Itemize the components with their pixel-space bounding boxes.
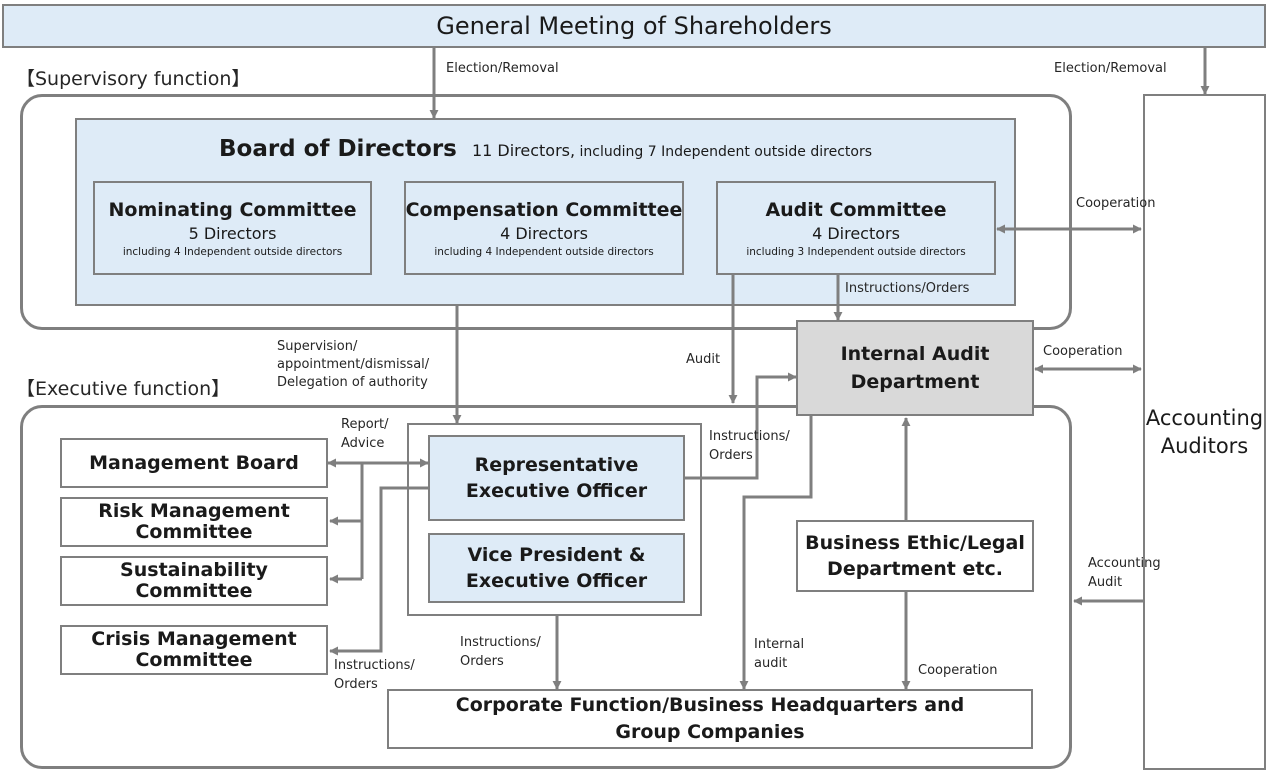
executive-region <box>20 405 1072 769</box>
arrow-rep-officer-internal-audit <box>685 372 797 480</box>
label-supervision-1: Supervision/ <box>277 339 358 354</box>
label-instructions-mid-2: Orders <box>709 448 753 463</box>
label-accounting-audit-1: Accounting <box>1088 556 1161 571</box>
compensation-committee-count: 4 Directors <box>500 224 588 243</box>
label-cooperation-bottom: Cooperation <box>918 663 998 678</box>
crisis-committee-line1: Crisis Management <box>91 628 297 650</box>
label-instructions-low-2: Orders <box>334 677 378 692</box>
label-internal-audit-2: audit <box>754 656 788 671</box>
compensation-committee-note: including 4 Independent outside director… <box>434 246 654 258</box>
audit-committee-count: 4 Directors <box>812 224 900 243</box>
sustainability-committee-line1: Sustainability <box>120 559 268 581</box>
label-instructions-mid-1: Instructions/ <box>709 429 790 444</box>
shareholders-title: General Meeting of Shareholders <box>436 12 832 40</box>
board-header: Board of Directors 11 Directors, includi… <box>75 136 1016 162</box>
audit-committee-box: Audit Committee 4 Directors including 3 … <box>716 181 996 275</box>
supervisory-function-label: 【Supervisory function】 <box>16 68 251 90</box>
board-title: Board of Directors <box>218 136 457 162</box>
board-subtitle-count: 11 Directors, <box>471 141 576 160</box>
arrow-to-crisis-committee <box>329 486 428 656</box>
vp-officer-line2: Executive Officer <box>465 570 648 592</box>
label-instructions-bottom-2: Orders <box>460 654 504 669</box>
corporate-line1: Corporate Function/Business Headquarters… <box>455 694 965 716</box>
accounting-auditors-box: Accounting Auditors <box>1143 94 1266 770</box>
label-cooperation-top: Cooperation <box>1076 196 1156 211</box>
business-ethic-line1: Business Ethic/Legal <box>805 532 1025 554</box>
sustainability-committee-box: Sustainability Committee <box>60 556 328 606</box>
label-cooperation-mid: Cooperation <box>1043 344 1123 359</box>
internal-audit-line1: Internal Audit <box>840 343 990 365</box>
arrow-internal-audit-corporate <box>739 416 813 690</box>
internal-audit-line2: Department <box>850 371 980 393</box>
label-report-1: Report/ <box>341 417 389 432</box>
compensation-committee-box: Compensation Committee 4 Directors inclu… <box>404 181 684 275</box>
executive-officers-group <box>407 423 702 616</box>
accounting-auditors-line2: Auditors <box>1160 434 1249 458</box>
representative-executive-officer-box: Representative Executive Officer <box>428 435 685 521</box>
business-ethic-line2: Department etc. <box>827 558 1003 580</box>
label-supervision-2: appointment/dismissal/ <box>277 357 430 372</box>
business-ethic-legal-box: Business Ethic/Legal Department etc. <box>796 520 1034 592</box>
nominating-committee-box: Nominating Committee 5 Directors includi… <box>93 181 372 275</box>
executive-function-label: 【Executive function】 <box>16 378 231 400</box>
label-instructions-orders-top: Instructions/Orders <box>845 281 970 296</box>
label-supervision-3: Delegation of authority <box>277 375 428 390</box>
vice-president-executive-officer-box: Vice President & Executive Officer <box>428 533 685 603</box>
management-board-box: Management Board <box>60 438 328 488</box>
label-internal-audit-1: Internal <box>754 637 805 652</box>
audit-committee-note: including 3 Independent outside director… <box>746 246 966 258</box>
label-instructions-bottom-1: Instructions/ <box>460 635 541 650</box>
rep-officer-line1: Representative <box>474 454 639 476</box>
label-accounting-audit-2: Audit <box>1088 575 1123 590</box>
audit-committee-title: Audit Committee <box>765 199 947 221</box>
crisis-management-committee-box: Crisis Management Committee <box>60 625 328 675</box>
nominating-committee-title: Nominating Committee <box>108 199 357 221</box>
supervisory-region <box>20 94 1072 330</box>
risk-management-committee-box: Risk Management Committee <box>60 497 328 547</box>
crisis-committee-line2: Committee <box>135 649 253 671</box>
accounting-auditors-line1: Accounting <box>1145 406 1264 430</box>
label-report-2: Advice <box>341 436 385 451</box>
vp-officer-line1: Vice President & <box>467 544 646 566</box>
rep-officer-line2: Executive Officer <box>465 480 648 502</box>
management-board-title: Management Board <box>89 452 299 474</box>
nominating-committee-note: including 4 Independent outside director… <box>122 246 343 258</box>
risk-committee-line2: Committee <box>135 521 253 543</box>
board-subtitle-detail: including 7 Independent outside director… <box>575 144 872 160</box>
shareholders-box: General Meeting of Shareholders <box>2 4 1266 48</box>
corporate-line2: Group Companies <box>615 721 805 743</box>
label-election-removal-left: Election/Removal <box>446 61 559 76</box>
label-election-removal-right: Election/Removal <box>1054 61 1167 76</box>
corporate-function-box: Corporate Function/Business Headquarters… <box>387 689 1033 749</box>
risk-committee-line1: Risk Management <box>98 500 290 522</box>
sustainability-committee-line2: Committee <box>135 580 253 602</box>
compensation-committee-title: Compensation Committee <box>405 199 683 221</box>
internal-audit-department-box: Internal Audit Department <box>796 320 1034 416</box>
label-instructions-low-1: Instructions/ <box>334 658 415 673</box>
nominating-committee-count: 5 Directors <box>188 224 277 243</box>
label-audit: Audit <box>686 352 721 367</box>
